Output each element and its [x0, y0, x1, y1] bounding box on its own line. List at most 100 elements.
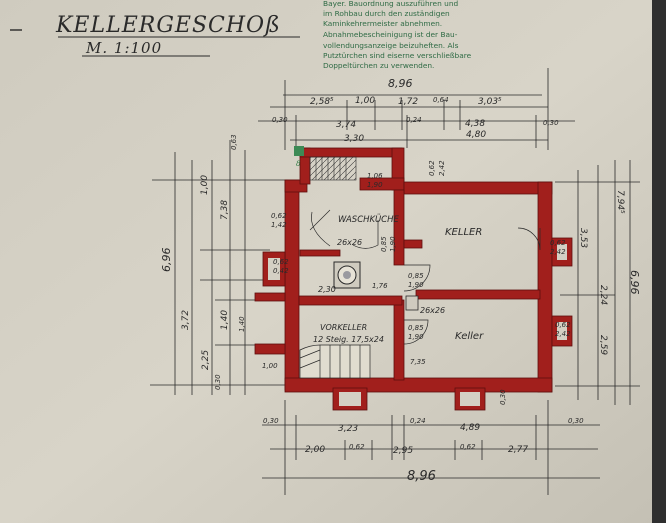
wall-north-stair [299, 147, 403, 158]
dim-label: 0,64 [433, 96, 449, 104]
wall-inner-horizontal-right [415, 289, 541, 300]
wall-east [537, 181, 553, 393]
dimension-lines-left [150, 140, 288, 395]
dim-label: 2,77 [508, 445, 528, 455]
wall-inner-vertical-top [393, 189, 405, 266]
dim-label: 0,62 [460, 443, 476, 451]
green-hatch-marker-icon [294, 146, 304, 156]
dimension-labels-right: 6,96 3,53 2,24 2,59 7,94⁵ [578, 190, 641, 355]
stamp-line: vollendungsanzeige beizuheften. Als [323, 41, 459, 50]
dim-label: 1,90 [408, 281, 424, 289]
dim-overall-bottom: 8,96 [407, 469, 436, 484]
room-labels: WASCHKÜCHE KELLER Keller VORKELLER 12 St… [313, 214, 484, 344]
dim-label: 3,72 [181, 310, 191, 330]
wall-south [284, 377, 553, 393]
door-swings [309, 209, 541, 345]
dim-label: 0,85 [380, 236, 388, 252]
dim-label: 7,38 [220, 200, 230, 220]
dim-label: 0,62 [273, 258, 289, 266]
dim-label: 1,00 [200, 175, 210, 195]
dim-label: 2,58⁵ [310, 97, 334, 107]
dim-label: 1,90 [389, 236, 397, 252]
dimension-lines-top [258, 68, 575, 150]
dim-overall-top: 8,96 [388, 77, 413, 90]
chimney-2 [405, 295, 419, 311]
dim-label: 2,42 [438, 160, 446, 176]
dim-label: 2,59 [598, 335, 608, 355]
stamp-line: Putztürchen sind eiserne verschließbare [323, 51, 472, 60]
chimney-size-2: 26x26 [420, 306, 445, 315]
room-label-keller-top: KELLER [445, 227, 482, 238]
dim-label: 0,30 [543, 119, 559, 127]
dim-label: 0,85 [408, 272, 424, 280]
window-well-left-3 [254, 343, 286, 355]
dim-left-overall: 6,96 [160, 248, 173, 273]
dim-label: 0,62 [550, 239, 566, 247]
stair-vorkeller [299, 344, 371, 379]
dim-label: 1,90 [367, 181, 383, 189]
dim-right-overall: 6,96 [628, 270, 641, 295]
plan-scale: M. 1:100 [85, 39, 162, 57]
dim-label: 0,30 [568, 417, 584, 425]
dim-label: 0,30 [272, 116, 288, 124]
dim-label: 3,74 [336, 120, 356, 130]
stamp-line: Doppeltürchen zu verwenden. [323, 61, 434, 70]
dim-label: 1,40 [220, 310, 230, 330]
dimension-labels-left: 6,96 3,72 1,40 2,25 1,00 7,38 [160, 175, 230, 370]
wall-north-east [403, 181, 553, 195]
wall-chimney-cap [299, 249, 341, 257]
dim-label: 1,00 [262, 362, 278, 370]
dim-label: 7,94⁵ [615, 190, 625, 214]
wall-door-jamb [403, 239, 423, 249]
dim-label: 3,53 [578, 228, 588, 248]
dim-label: 1,42 [271, 221, 287, 229]
window-well-left-2 [254, 292, 286, 302]
dim-label: 1,06 [367, 172, 383, 180]
dim-label: 0,30 [214, 374, 222, 390]
opening-dimensions: 1,06 1,90 0,85 1,90 0,85 1,90 0,62 2,42 … [214, 134, 571, 405]
dim-label: 0,63 [230, 134, 238, 150]
dim-label: 2,30 [318, 285, 336, 294]
dim-label: 0,62 [271, 212, 287, 220]
plan-title: KELLERGESCHOß [55, 13, 281, 38]
dim-label: 3,30 [344, 134, 364, 144]
stamp-line: Bayer. Bauordnung auszuführen und [323, 0, 458, 8]
dim-label: 2,42 [550, 248, 566, 256]
dim-label: 1,40 [238, 316, 246, 332]
dim-label: 0,30 [263, 417, 279, 425]
dim-label: 2,25 [201, 350, 211, 370]
dim-label: 1,00 [355, 96, 375, 106]
stamp-text-block: Bayer. Bauordnung auszuführen und im Roh… [323, 0, 472, 70]
stamp-line: Kaminkehrermeister abnehmen. [323, 19, 442, 28]
stamp-line: im Rohbau durch den zuständigen [323, 9, 450, 18]
dim-label: 0,24 [410, 417, 426, 425]
dim-label: 1,90 [408, 333, 424, 341]
dim-label: 4,89 [460, 423, 480, 433]
dim-label: 2,24 [598, 285, 608, 305]
room-label-vorkeller: VORKELLER [320, 323, 367, 332]
page-edge [652, 0, 666, 523]
dimension-lines-right [555, 160, 640, 405]
room-label-keller-bottom: Keller [455, 331, 484, 342]
dim-label: 0,30 [499, 389, 507, 405]
chimney-size: 26x26 [337, 238, 362, 247]
dimension-lines-bottom [262, 400, 600, 495]
stair-top: 8 [294, 146, 357, 181]
dim-label: 0,62 [428, 160, 436, 176]
dimension-labels-top: 8,96 2,58⁵ 1,00 1,72 0,64 3,03⁵ 0,30 3,7… [272, 77, 559, 144]
room-label-waschkueche: WASCHKÜCHE [338, 214, 399, 225]
stamp-line: Abnahmebescheinigung ist der Bau- [323, 30, 458, 39]
dim-label: 0,85 [408, 324, 424, 332]
dim-label: 0,42 [273, 267, 289, 275]
window-well-voids [268, 244, 567, 406]
dim-label: 3,23 [338, 424, 358, 434]
dim-label: 3,03⁵ [478, 97, 502, 107]
dimension-labels-bottom: 0,30 3,23 0,24 4,89 0,30 2,00 0,62 2,95 … [263, 417, 584, 484]
wall-inner-vertical-bottom [393, 299, 405, 381]
dim-label: 2,95 [393, 446, 413, 456]
dim-label: 7,35 [410, 358, 426, 366]
chimney [333, 261, 361, 289]
dim-label: 2,00 [305, 445, 325, 455]
